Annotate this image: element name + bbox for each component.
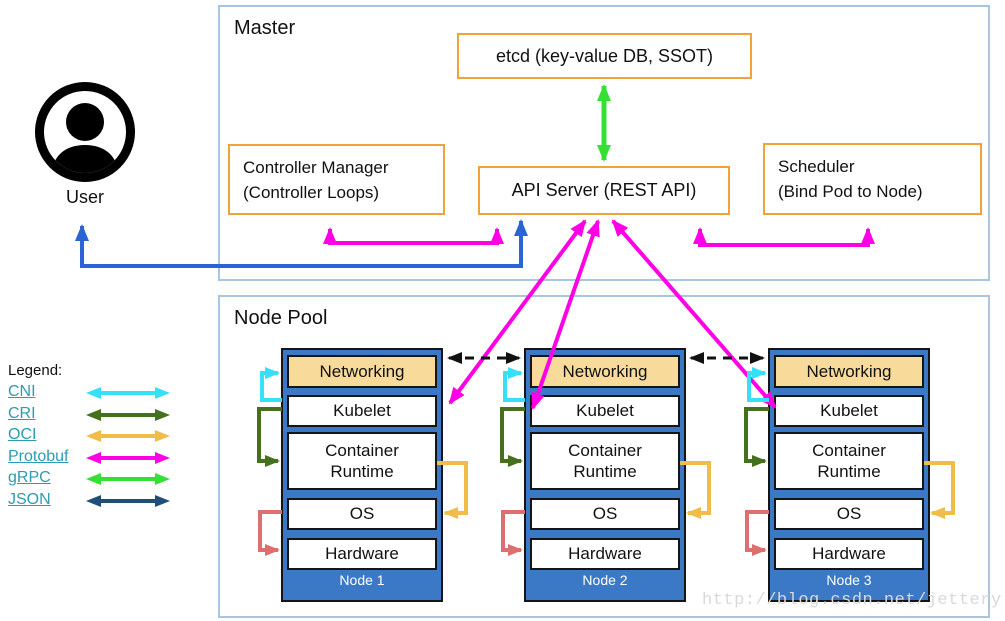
legend-row-grpc: gRPC: [8, 469, 208, 491]
legend-row-protobuf: Protobuf: [8, 448, 208, 470]
api-server-label: API Server (REST API): [511, 180, 697, 200]
os-layer: OS: [530, 498, 680, 530]
protobuf-arrow-icon: [86, 451, 170, 464]
user-icon: [35, 82, 135, 182]
networking-layer: Networking: [530, 355, 680, 388]
cri-arrow-icon: [86, 408, 170, 421]
kubelet-layer: Kubelet: [287, 395, 437, 427]
node-name: Node 2: [582, 572, 628, 588]
etcd-box: etcd (key-value DB, SSOT): [457, 33, 752, 79]
json-arrow-icon: [86, 494, 170, 507]
kubelet-layer: Kubelet: [530, 395, 680, 427]
grpc-link[interactable]: gRPC: [8, 469, 51, 486]
node-pool-title: Node Pool: [234, 307, 328, 329]
container-runtime-layer: Container Runtime: [287, 432, 437, 490]
legend-row-oci: OCI: [8, 426, 208, 448]
hardware-layer: Hardware: [530, 538, 680, 570]
networking-layer: Networking: [287, 355, 437, 388]
node-name: Node 3: [826, 572, 872, 588]
oci-link[interactable]: OCI: [8, 426, 37, 443]
os-layer: OS: [774, 498, 924, 530]
legend: Legend: CNI CRI OCI Protobuf gRPC JSON: [8, 362, 208, 512]
hardware-layer: Hardware: [287, 538, 437, 570]
grpc-arrow-icon: [86, 473, 170, 485]
controller-manager-sublabel: (Controller Loops): [243, 183, 380, 202]
protobuf-link[interactable]: Protobuf: [8, 447, 69, 465]
cni-arrow-icon: [86, 387, 170, 399]
watermark: http://blog.csdn.net/jettery: [702, 591, 1002, 610]
scheduler-box: Scheduler (Bind Pod to Node): [763, 143, 982, 215]
container-runtime-layer: Container Runtime: [774, 432, 924, 490]
legend-row-json: JSON: [8, 491, 208, 513]
scheduler-sublabel: (Bind Pod to Node): [778, 182, 923, 201]
legend-row-cni: CNI: [8, 383, 208, 405]
node-2: Networking Kubelet Container Runtime OS …: [524, 348, 686, 602]
api-server-box: API Server (REST API): [478, 166, 730, 215]
json-link[interactable]: JSON: [8, 490, 51, 508]
cni-link[interactable]: CNI: [8, 383, 36, 400]
os-layer: OS: [287, 498, 437, 530]
kubelet-layer: Kubelet: [774, 395, 924, 427]
networking-layer: Networking: [774, 355, 924, 388]
node-name: Node 1: [339, 572, 385, 588]
user-label: User: [65, 187, 104, 207]
node-3: Networking Kubelet Container Runtime OS …: [768, 348, 930, 602]
cri-link[interactable]: CRI: [8, 404, 36, 422]
etcd-label: etcd (key-value DB, SSOT): [495, 45, 714, 66]
master-title: Master: [234, 17, 296, 39]
scheduler-label: Scheduler: [778, 157, 855, 176]
controller-manager-box: Controller Manager (Controller Loops): [228, 144, 445, 215]
controller-manager-label: Controller Manager: [243, 158, 389, 177]
legend-row-cri: CRI: [8, 405, 208, 427]
node-1: Networking Kubelet Container Runtime OS …: [281, 348, 443, 602]
container-runtime-layer: Container Runtime: [530, 432, 680, 490]
hardware-layer: Hardware: [774, 538, 924, 570]
oci-arrow-icon: [86, 430, 170, 442]
legend-title: Legend:: [8, 362, 63, 379]
